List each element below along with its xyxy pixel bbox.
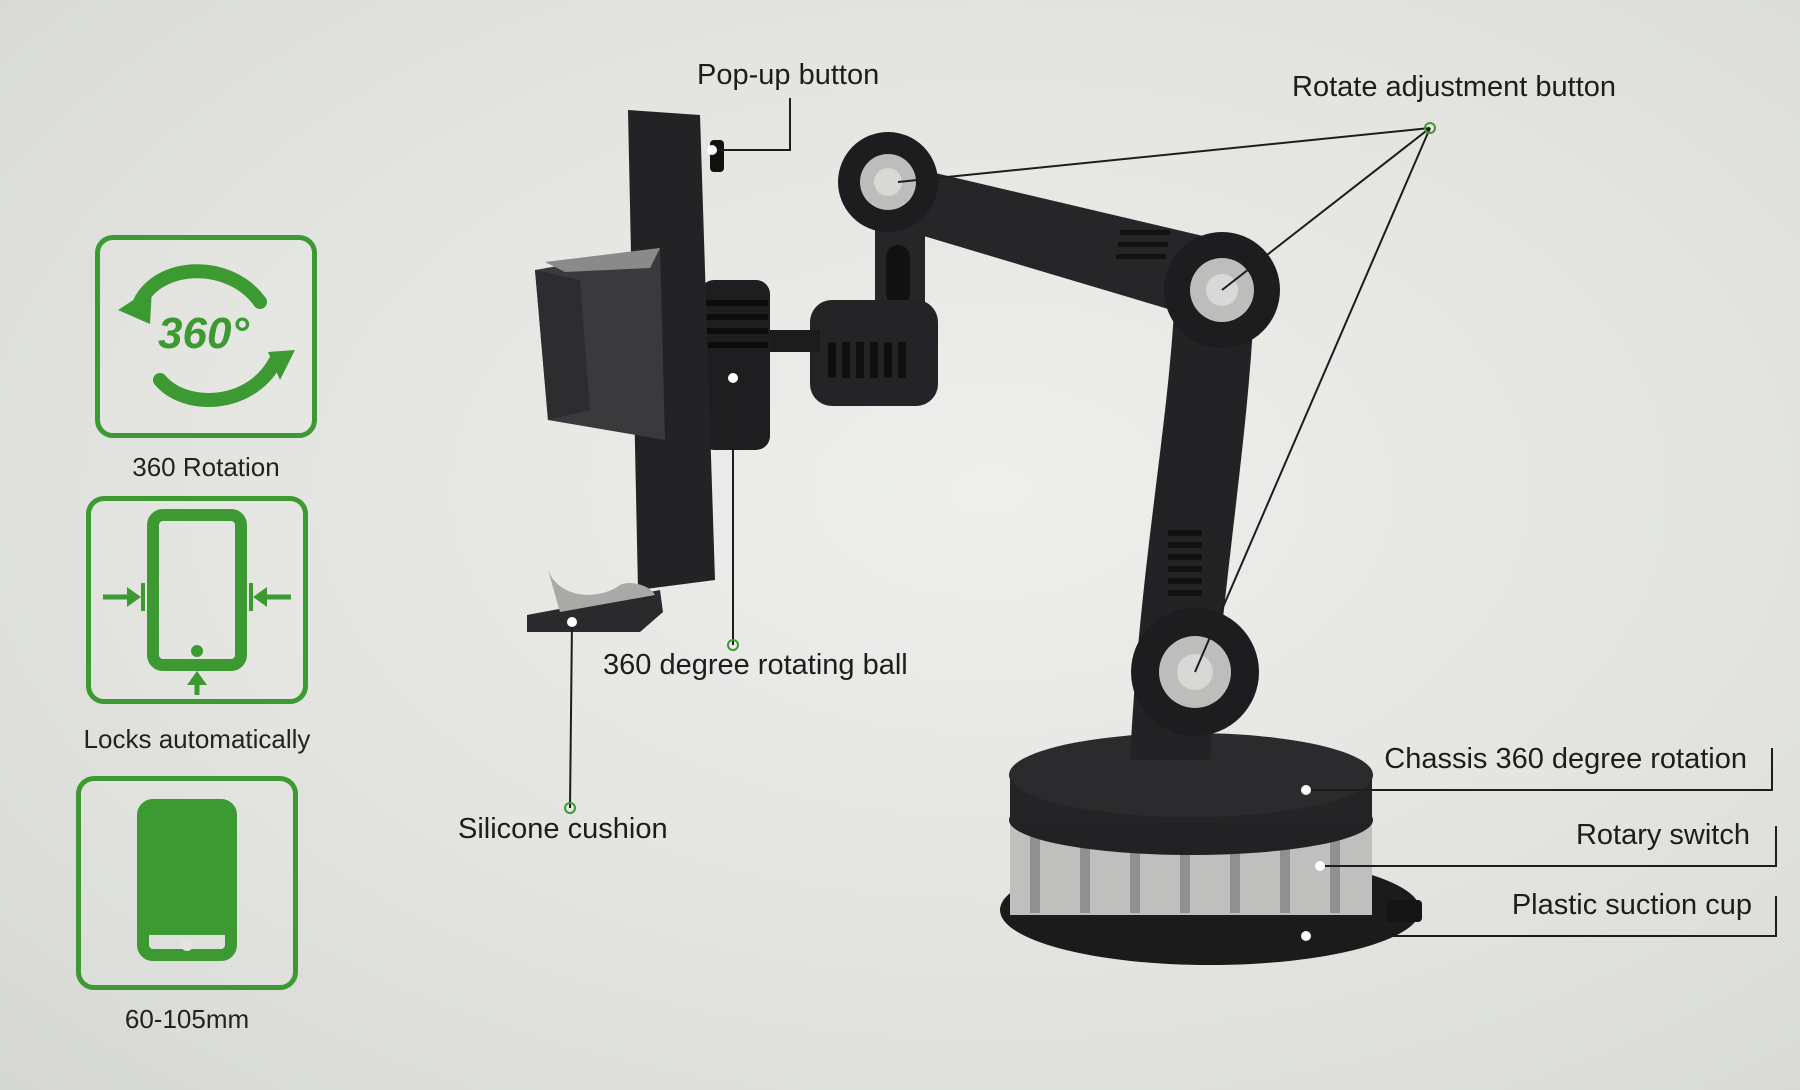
- upper-arm: [870, 160, 1220, 320]
- arm-vents: [1168, 530, 1202, 596]
- callout-popup-button: Pop-up button: [697, 59, 880, 91]
- silicone-cradle: [527, 590, 663, 632]
- callout-rotary-switch: Rotary switch: [1575, 819, 1750, 851]
- chassis: [1009, 733, 1373, 817]
- callout-rotating-ball: 360 degree rotating ball: [603, 649, 908, 681]
- callout-chassis-rotation: Chassis 360 degree rotation: [1384, 743, 1747, 775]
- feature-label-rotation: 360 Rotation: [132, 452, 280, 482]
- rotation-360-icon: 360°: [118, 264, 295, 407]
- feature-box-size: [76, 776, 298, 990]
- feature-label-size: 60-105mm: [124, 1004, 250, 1034]
- rotary-switch-ribs: [1030, 825, 1340, 913]
- callout-rotate-adjustment-button: Rotate adjustment button: [1292, 71, 1617, 103]
- callout-suction-cup: Plastic suction cup: [1511, 889, 1752, 921]
- feature-box-lock: [86, 496, 308, 704]
- leader-lines: [569, 98, 1777, 937]
- phone-lock-icon: [103, 509, 291, 695]
- holder-frame: [628, 110, 715, 590]
- rotating-ball: [700, 280, 770, 450]
- leader-dots: [564, 122, 1436, 814]
- phone-size-icon: [137, 799, 237, 961]
- feature-label-lock: Locks automatically: [83, 724, 311, 754]
- rotation-360-text: 360°: [158, 309, 249, 358]
- callout-silicone-cushion: Silicone cushion: [458, 813, 668, 845]
- feature-box-rotation: 360°: [95, 235, 317, 438]
- upper-arm-vents: [1116, 230, 1170, 259]
